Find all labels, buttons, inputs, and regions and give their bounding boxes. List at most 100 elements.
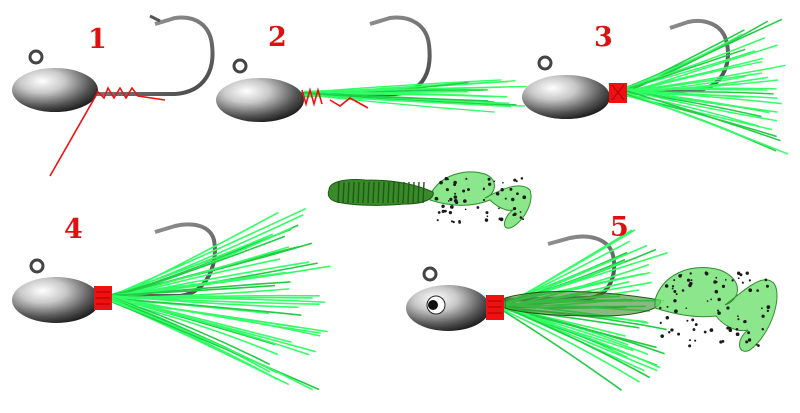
grub-rib bbox=[337, 181, 340, 204]
step-number: 1 bbox=[88, 24, 107, 55]
glitter-fleck bbox=[729, 326, 732, 329]
grub-rib bbox=[407, 181, 410, 204]
fiber-strand bbox=[621, 88, 768, 91]
glitter-fleck bbox=[685, 307, 688, 309]
glitter-fleck bbox=[448, 211, 453, 215]
grub-rib bbox=[402, 181, 405, 204]
glitter-fleck bbox=[743, 320, 746, 324]
fiber-bundle bbox=[107, 207, 331, 391]
hook bbox=[300, 15, 432, 96]
glitter-fleck bbox=[747, 338, 752, 342]
glitter-fleck bbox=[670, 328, 674, 332]
glitter-fleck bbox=[745, 340, 749, 344]
glitter-fleck bbox=[499, 217, 504, 222]
glitter-fleck bbox=[692, 328, 696, 332]
glitter-fleck bbox=[691, 318, 695, 322]
fiber-strand bbox=[621, 31, 754, 95]
glitter-fleck bbox=[755, 343, 758, 346]
glitter-fleck bbox=[735, 332, 740, 337]
glitter-fleck bbox=[512, 206, 517, 211]
grub-rib bbox=[342, 181, 345, 204]
glitter-fleck bbox=[706, 300, 709, 302]
glitter-fleck bbox=[717, 311, 721, 315]
grub-tail bbox=[429, 171, 532, 229]
glitter-fleck bbox=[673, 290, 677, 293]
glitter-fleck bbox=[515, 180, 518, 183]
grub-rib bbox=[382, 181, 385, 204]
glitter-fleck bbox=[434, 196, 439, 201]
line-eye bbox=[29, 258, 45, 274]
glitter-fleck bbox=[731, 279, 734, 282]
glitter-fleck bbox=[482, 198, 486, 202]
glitter-fleck bbox=[522, 218, 525, 221]
fiber-strand bbox=[107, 294, 292, 344]
glitter-fleck bbox=[513, 178, 517, 182]
fiber-strand bbox=[499, 308, 623, 391]
glitter-fleck bbox=[677, 332, 681, 336]
glitter-fleck bbox=[437, 211, 441, 214]
glitter-fleck bbox=[449, 205, 454, 209]
glitter-fleck bbox=[453, 195, 458, 199]
glitter-fleck bbox=[482, 188, 485, 191]
tying-thread bbox=[301, 87, 369, 109]
glitter-fleck bbox=[761, 314, 765, 318]
hook-barb bbox=[149, 14, 161, 23]
fiber-strand bbox=[621, 87, 777, 92]
glitter-fleck bbox=[476, 206, 480, 209]
glitter-fleck bbox=[439, 180, 443, 185]
glitter-fleck bbox=[504, 197, 507, 200]
glitter-fleck bbox=[441, 204, 445, 208]
glitter-fleck bbox=[710, 298, 713, 301]
glitter-fleck bbox=[737, 318, 740, 321]
jig-head bbox=[522, 75, 610, 119]
grub-rib bbox=[357, 181, 360, 204]
fiber-strand bbox=[303, 86, 501, 93]
hook bbox=[95, 15, 215, 96]
fiber-strand bbox=[107, 299, 320, 391]
glitter-fleck bbox=[463, 199, 467, 203]
glitter-fleck bbox=[764, 278, 768, 282]
glitter-fleck bbox=[681, 289, 685, 292]
hook bbox=[494, 234, 617, 302]
grub-tail bbox=[654, 267, 778, 352]
fiber-strand bbox=[107, 295, 271, 366]
fiber-strand bbox=[621, 90, 789, 155]
jig-head bbox=[12, 277, 100, 323]
glitter-fleck bbox=[694, 339, 697, 342]
glitter-fleck bbox=[659, 306, 662, 310]
fiber-strand bbox=[303, 94, 511, 108]
step-3: 3 bbox=[522, 18, 789, 155]
glitter-fleck bbox=[705, 272, 709, 276]
jig-head bbox=[216, 78, 304, 122]
line-eye bbox=[232, 58, 248, 74]
glitter-fleck bbox=[756, 289, 759, 292]
glitter-fleck bbox=[765, 284, 769, 288]
fiber-strand bbox=[303, 91, 517, 106]
grub-rib bbox=[397, 181, 400, 204]
jig-pupil bbox=[428, 300, 438, 310]
glitter-fleck bbox=[671, 285, 675, 288]
glitter-fleck bbox=[454, 192, 457, 195]
grub-rib bbox=[392, 181, 395, 204]
glitter-fleck bbox=[703, 330, 707, 334]
glitter-fleck bbox=[447, 200, 450, 202]
glitter-fleck bbox=[509, 187, 513, 191]
grub-rib bbox=[347, 181, 350, 204]
glitter-fleck bbox=[450, 220, 454, 223]
glitter-fleck bbox=[688, 339, 691, 342]
glitter-fleck bbox=[502, 181, 504, 184]
grub-rib bbox=[377, 181, 380, 204]
grub-rib bbox=[412, 181, 415, 204]
glitter-fleck bbox=[520, 177, 524, 180]
glitter-fleck bbox=[747, 331, 751, 335]
fiber-strand bbox=[621, 37, 766, 90]
glitter-fleck bbox=[673, 279, 676, 282]
glitter-fleck bbox=[690, 279, 693, 282]
glitter-fleck bbox=[728, 328, 733, 333]
glitter-fleck bbox=[444, 209, 447, 213]
glitter-fleck bbox=[445, 188, 449, 192]
glitter-fleck bbox=[715, 276, 718, 279]
fiber-strand bbox=[303, 91, 508, 98]
glitter-fleck bbox=[516, 192, 519, 196]
